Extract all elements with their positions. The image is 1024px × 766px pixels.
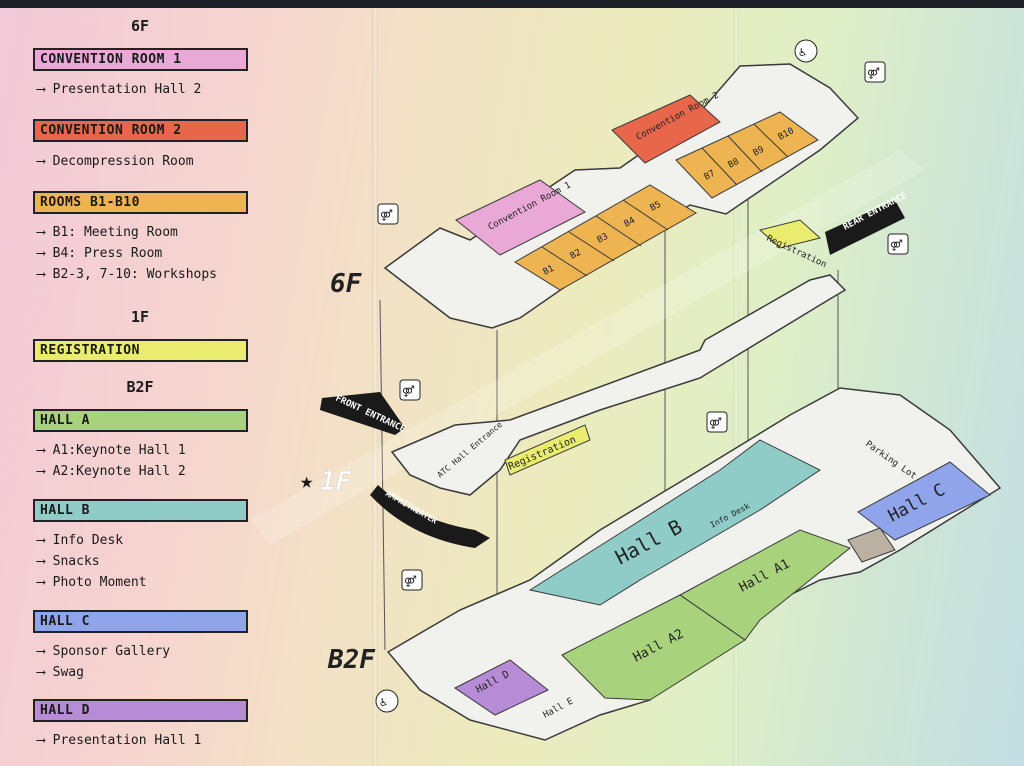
legend-floor-heading-b2f: B2F xyxy=(126,378,154,396)
room-b7-label: B7 xyxy=(703,169,717,183)
legend-box-hall-a: HALL A xyxy=(33,409,248,432)
table-surface xyxy=(0,0,1024,8)
room-b9-label: B9 xyxy=(752,145,766,159)
svg-text:♿: ♿ xyxy=(380,695,387,709)
restroom-icon: ⚤ xyxy=(887,233,909,255)
floor-6f-outline xyxy=(383,63,860,329)
front-entrance-marker: FRONT ENTRANCE xyxy=(320,392,407,435)
registration-1f-band xyxy=(504,424,591,476)
registration-6f-band xyxy=(758,219,822,249)
legend-box-convention-room-2: CONVENTION ROOM 2 xyxy=(33,119,248,142)
floor-b2f-label: B2F xyxy=(327,645,376,675)
room-b8-label: B8 xyxy=(727,157,741,171)
entrance-arrow-icon xyxy=(370,485,490,548)
convention-room-1 xyxy=(455,179,586,256)
legend-box-rooms-b1-b10: ROOMS B1-B10 xyxy=(33,191,248,214)
legend-box-hall-d: HALL D xyxy=(33,699,248,722)
restroom-icon: ⚤ xyxy=(399,379,421,401)
floor-b2f-outline xyxy=(386,387,1002,741)
legend-item: ⟶ Info Desk xyxy=(37,533,124,548)
floor-1f-outline xyxy=(390,274,847,496)
legend-floor-heading-1f: 1F xyxy=(130,308,150,326)
legend-item: ⟶ Snacks xyxy=(37,554,100,569)
room-dividers xyxy=(541,123,789,277)
room-b4-label: B4 xyxy=(623,216,637,230)
floor-6f-label: 6F xyxy=(330,269,363,299)
legend-item: ⟶ Presentation Hall 2 xyxy=(37,82,202,97)
convention-room-2 xyxy=(611,94,721,164)
accessible-restroom-icon: ♿ xyxy=(794,39,818,63)
hall-c-area xyxy=(857,461,991,541)
restroom-icon: ⚤ xyxy=(864,61,886,83)
legend-item: ⟶ Decompression Room xyxy=(37,154,194,169)
legend-box-hall-c: HALL C xyxy=(33,610,248,633)
legend-panel: 6F CONVENTION ROOM 1 ⟶ Presentation Hall… xyxy=(0,0,375,766)
legend-item: ⟶ Presentation Hall 1 xyxy=(37,733,202,748)
page-fold xyxy=(372,0,378,766)
legend-item: ⟶ A2:Keynote Hall 2 xyxy=(37,464,186,479)
restroom-icon: ⚤ xyxy=(401,569,423,591)
svg-text:⚤: ⚤ xyxy=(380,209,393,222)
star-icon: ★ xyxy=(300,469,313,494)
legend-item: ⟶ B2-3, 7-10: Workshops xyxy=(37,267,218,282)
legend-box-convention-room-1: CONVENTION ROOM 1 xyxy=(33,48,248,71)
legend-item: ⟶ Photo Moment xyxy=(37,575,147,590)
legend-box-registration: REGISTRATION xyxy=(33,339,248,362)
rooms-b1-b5 xyxy=(514,184,697,291)
floor-1f-label: 1F xyxy=(320,467,353,497)
accessible-restroom-icon: ♿ xyxy=(375,689,399,713)
legend-box-hall-b: HALL B xyxy=(33,499,248,522)
entrance-arrow-icon xyxy=(825,200,905,255)
restroom-icon: ⚤ xyxy=(377,203,399,225)
hall-a2-area xyxy=(561,594,746,701)
svg-text:⚤: ⚤ xyxy=(709,417,722,430)
hall-c-annex xyxy=(847,527,896,563)
room-b3-label: B3 xyxy=(596,232,610,246)
entrance-arrow-icon xyxy=(320,392,405,435)
legend-item: ⟶ A1:Keynote Hall 1 xyxy=(37,443,186,458)
floor-6f: Convention Room 1 Convention Room 2 B1 B… xyxy=(330,63,860,329)
hall-d-area xyxy=(454,659,549,716)
svg-text:⚤: ⚤ xyxy=(404,575,417,588)
legend-floor-heading-6f: 6F xyxy=(130,17,150,35)
amphitheater-marker: AMPHITHEATER xyxy=(370,485,490,548)
svg-text:⚤: ⚤ xyxy=(402,385,415,398)
page-fold xyxy=(733,0,739,766)
restroom-icon: ⚤ xyxy=(706,411,728,433)
hall-b-area xyxy=(528,439,821,606)
room-b5-label: B5 xyxy=(649,200,663,214)
svg-text:⚤: ⚤ xyxy=(890,239,903,252)
legend-item: ⟶ B1: Meeting Room xyxy=(37,225,178,240)
legend-item: ⟶ Sponsor Gallery xyxy=(37,644,171,659)
restroom-markers: ⚤ ⚤ ⚤ ⚤ ⚤ xyxy=(375,39,909,713)
legend-item: ⟶ Swag xyxy=(37,665,84,680)
svg-text:♿: ♿ xyxy=(799,45,806,59)
room-b2-label: B2 xyxy=(569,248,583,262)
room-b1-label: B1 xyxy=(542,264,556,278)
rooms-b7-b10 xyxy=(675,111,819,199)
svg-text:⚤: ⚤ xyxy=(867,67,880,80)
floor-1f-label-group: ★ 1F xyxy=(300,467,353,498)
legend-item: ⟶ B4: Press Room xyxy=(37,246,163,261)
floor-b2f: Hall B Hall A1 Hall A2 Hall C Hall D Hal… xyxy=(327,387,1002,741)
